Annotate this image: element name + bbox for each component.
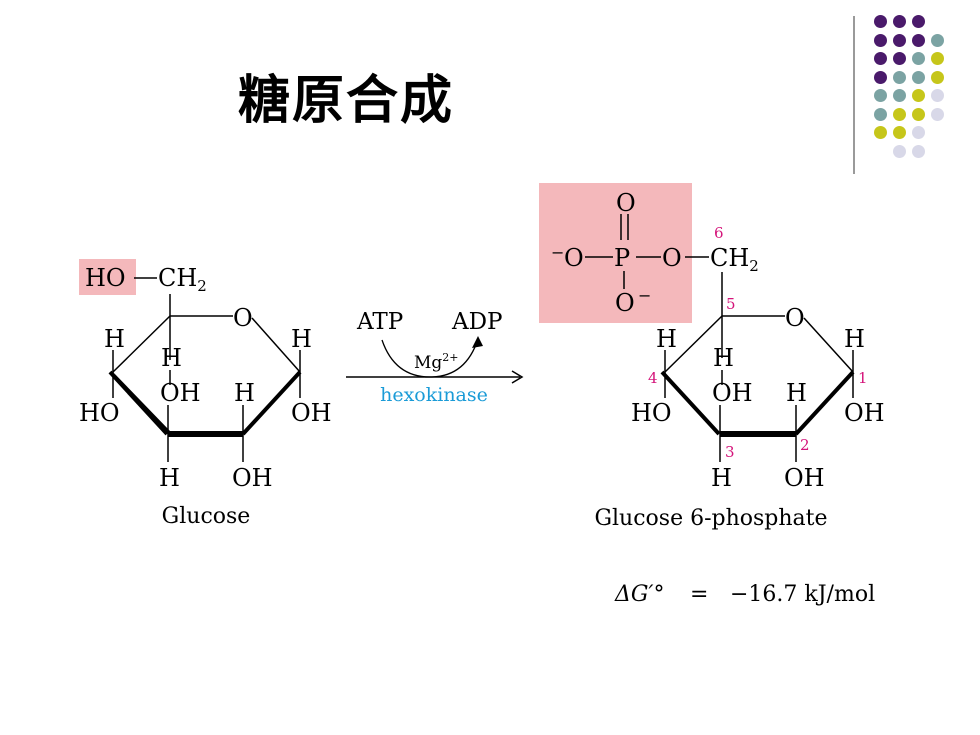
g6p-ho-c4: HO — [631, 399, 672, 427]
carbon-number-2: 2 — [800, 436, 810, 454]
decorative-dot-grid — [868, 10, 978, 160]
glucose-ho-highlight — [79, 259, 136, 295]
decor-dot — [874, 70, 887, 84]
decor-dot — [931, 52, 944, 65]
decor-dot — [874, 33, 887, 47]
g6p-name: Glucose 6-phosphate — [594, 506, 827, 531]
decor-dot — [893, 144, 906, 158]
phosphate-o-bottom: O — [615, 289, 635, 317]
g6p-h-c3: H — [711, 464, 732, 492]
g6p-oh-c2: OH — [784, 464, 825, 492]
decor-dot — [931, 33, 944, 47]
glucose-oh-c2: OH — [232, 464, 273, 492]
phosphate-minus-left: − — [551, 243, 564, 262]
adp-label: ADP — [451, 309, 503, 335]
page-title: 糖原合成 — [238, 71, 455, 131]
g6p-ring-oxygen: O — [785, 304, 805, 332]
delta-g-symbol: ΔG′° — [614, 582, 664, 607]
glucose-h-c3: H — [159, 464, 180, 492]
phosphate-p: P — [614, 244, 630, 272]
glucose-h-c4: H — [104, 325, 125, 353]
decor-dot — [874, 89, 887, 102]
glucose-ho-c4: HO — [79, 399, 120, 427]
decor-dot — [893, 33, 906, 47]
phosphate-highlight — [539, 183, 692, 323]
carbon-number-5: 5 — [726, 295, 736, 313]
decor-dot — [931, 107, 944, 121]
glucose-ch2-label: CH2 — [158, 264, 207, 295]
decor-dot — [912, 107, 925, 121]
glucose-ho-label: HO — [85, 264, 126, 292]
carbon-number-4: 4 — [648, 369, 658, 387]
decor-dot — [893, 107, 906, 121]
g6p-ch2-label: CH2 — [710, 244, 759, 275]
delta-g-equals: = — [690, 582, 708, 607]
decor-dot — [893, 70, 906, 84]
decor-dot — [912, 126, 925, 139]
g6p-structure: O − O P O O − CH2 O H H H OH H HO OH H — [539, 183, 885, 531]
cofactor-label: Mg2+ — [414, 351, 459, 373]
g6p-oh-c3: OH — [712, 379, 753, 407]
decor-dot — [912, 144, 925, 158]
reaction-arrow-group: ATP ADP Mg2+ hexokinase — [346, 309, 524, 406]
glucose-oh-c3: OH — [160, 379, 201, 407]
glucose-oh-c1: OH — [291, 399, 332, 427]
glucose-name: Glucose — [162, 504, 251, 529]
phosphate-o-left: O — [564, 244, 584, 272]
g6p-oh-c1: OH — [844, 399, 885, 427]
decor-dot — [912, 70, 925, 84]
decor-dot — [893, 15, 906, 28]
decorative-divider-line — [853, 16, 855, 174]
g6p-h-c4: H — [656, 325, 677, 353]
delta-g-value: −16.7 kJ/mol — [730, 582, 875, 607]
decor-dot — [874, 126, 887, 139]
carbon-number-6: 6 — [714, 224, 724, 242]
decor-dot — [912, 89, 925, 102]
decor-dot — [893, 89, 906, 102]
decor-dot — [912, 52, 925, 65]
g6p-h-c5: H — [713, 344, 734, 372]
decor-dot — [874, 107, 887, 121]
g6p-h-c2: H — [786, 379, 807, 407]
carbon-number-3: 3 — [725, 443, 735, 461]
glucose-h-c2: H — [234, 379, 255, 407]
atp-label: ATP — [356, 309, 403, 335]
glucose-h-c5: H — [161, 344, 182, 372]
g6p-h-c1: H — [844, 325, 865, 353]
phosphate-o-top: O — [616, 189, 636, 217]
decor-dot — [874, 15, 887, 28]
enzyme-label: hexokinase — [380, 384, 488, 406]
decor-dot — [931, 70, 944, 84]
carbon-number-1: 1 — [858, 369, 868, 387]
decor-dot — [912, 33, 925, 47]
phosphate-o-bridge: O — [662, 244, 682, 272]
decor-dot — [931, 89, 944, 102]
glucose-h-c1: H — [291, 325, 312, 353]
decor-dot — [893, 126, 906, 139]
glucose-ring-oxygen: O — [233, 304, 253, 332]
decor-dot — [874, 52, 887, 65]
decor-dot — [893, 52, 906, 65]
phosphate-minus-bottom: − — [638, 286, 651, 305]
decor-dot — [912, 15, 925, 28]
delta-g-equation: ΔG′° = −16.7 kJ/mol — [614, 582, 875, 607]
glucose-structure: HO CH2 O H H H OH H HO OH H OH Glucose — [79, 259, 332, 529]
